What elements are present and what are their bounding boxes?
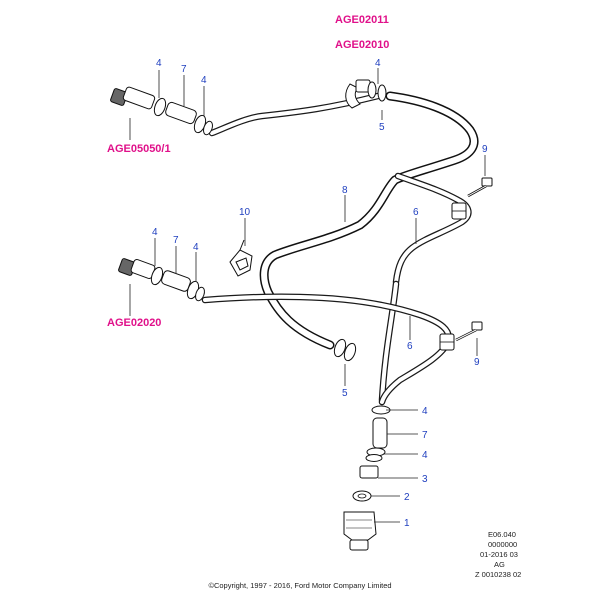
clip-10: [229, 239, 253, 277]
lower-hose-end: [333, 338, 357, 362]
callout-5-lower: 5: [342, 388, 348, 399]
callout-6-upper: 6: [413, 207, 419, 218]
top-elbow-connector: [345, 79, 387, 109]
meta-line-5: Z 0010238 02: [475, 570, 521, 579]
callout-4-top-ref: 4: [375, 58, 381, 69]
callout-6-lower: 6: [407, 341, 413, 352]
return-hose: [259, 91, 479, 350]
ref-age02011: AGE02011: [335, 14, 389, 26]
callout-3: 3: [422, 474, 428, 485]
leader-lines: [129, 68, 486, 523]
callout-1: 1: [404, 518, 410, 529]
callout-2: 2: [404, 492, 410, 503]
meta-line-4: AG: [494, 560, 505, 569]
bottom-stack: [343, 405, 391, 551]
callout-4-mid-left: 4: [152, 227, 158, 238]
callout-8: 8: [342, 185, 348, 196]
mid-left-connector: [118, 258, 205, 302]
pipe-6: [378, 172, 472, 404]
ref-age05050: AGE05050/1: [107, 143, 171, 155]
bolt-upper: [467, 177, 493, 198]
callout-4-mid-right: 4: [193, 242, 199, 253]
meta-line-3: 01-2016 03: [480, 550, 518, 559]
lower-pipe: [201, 293, 452, 406]
callout-4-bottom-a: 4: [422, 406, 428, 417]
callout-4-top-left: 4: [156, 58, 162, 69]
top-left-connector: [110, 86, 213, 136]
bracket-lower: [439, 333, 455, 351]
callout-7-top: 7: [181, 64, 187, 75]
callout-7-mid: 7: [173, 235, 179, 246]
callout-4-bottom-b: 4: [422, 450, 428, 461]
callout-4-top-right: 4: [201, 75, 207, 86]
callout-10: 10: [239, 207, 251, 218]
bolt-lower: [455, 321, 483, 342]
callout-5-top: 5: [379, 122, 385, 133]
callout-9-lower: 9: [474, 357, 480, 368]
meta-line-1: E06.040: [488, 530, 516, 539]
ref-age02020: AGE02020: [107, 317, 161, 329]
meta-line-2: 0000000: [488, 540, 517, 549]
upper-pipe: [208, 92, 382, 137]
bracket-upper: [451, 202, 467, 220]
callout-9-top: 9: [482, 144, 488, 155]
copyright-text: ©Copyright, 1997 - 2016, Ford Motor Comp…: [208, 581, 391, 590]
ref-age02010: AGE02010: [335, 39, 389, 51]
callout-7-bottom: 7: [422, 430, 428, 441]
